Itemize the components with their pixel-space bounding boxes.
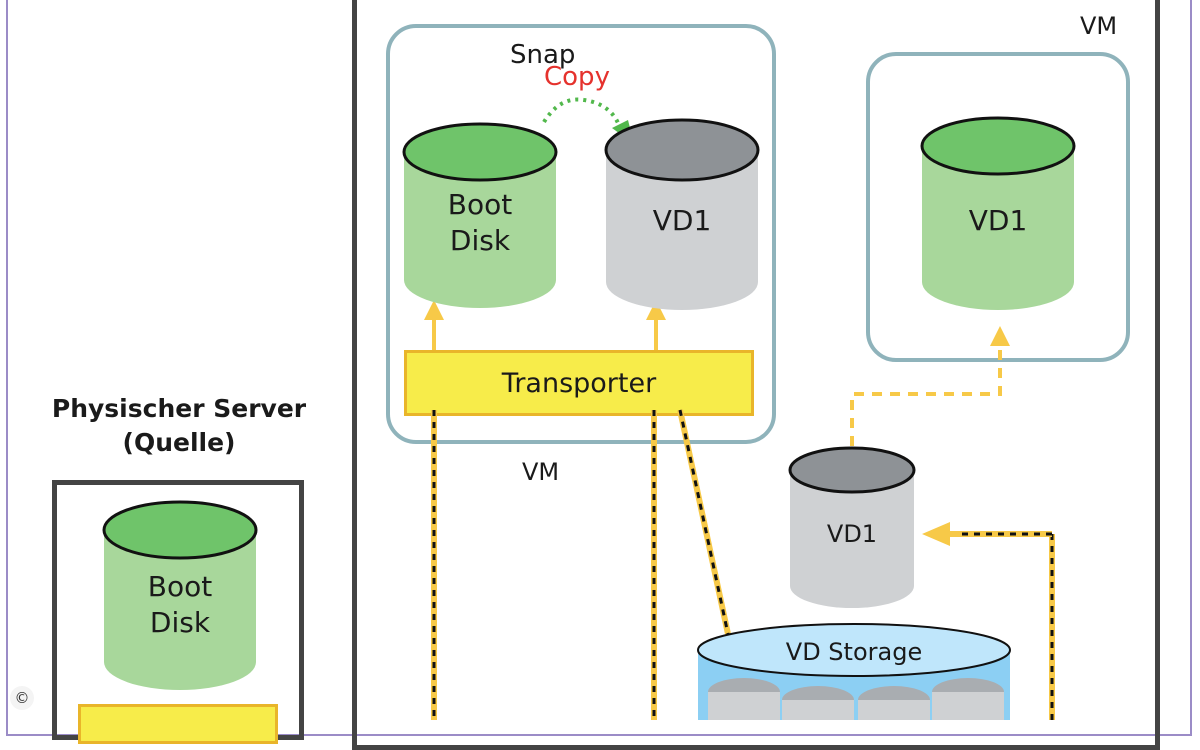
upward-arrows bbox=[424, 300, 666, 350]
boot-disk-server-line1: Boot bbox=[148, 570, 212, 603]
vd1-to-vm-link bbox=[850, 326, 1010, 500]
copyright-icon: © bbox=[10, 686, 34, 710]
diagram-graphics: Boot Disk VD1 VD1 VD1 Boot Disk VD Stora… bbox=[102, 97, 1076, 720]
vd1-middle-cylinder: VD1 bbox=[788, 446, 916, 608]
boot-disk-vm-cylinder: Boot Disk bbox=[402, 122, 558, 308]
transporter-label: Transporter bbox=[501, 367, 657, 399]
boot-disk-server-cylinder: Boot Disk bbox=[102, 500, 258, 690]
snap-label: Snap bbox=[510, 40, 576, 70]
physical-server-subtitle: (Quelle) bbox=[122, 428, 236, 457]
vd1-snap-cylinder: VD1 bbox=[604, 118, 760, 310]
vd1-right-vm-label: VD1 bbox=[969, 204, 1028, 237]
copy-label: Copy bbox=[544, 62, 610, 92]
data-flow-lines bbox=[431, 409, 1055, 720]
vd-storage-label: VD Storage bbox=[786, 638, 922, 666]
vd1-right-vm-cylinder: VD1 bbox=[920, 116, 1076, 310]
vm-label-top-right: VM bbox=[1080, 12, 1118, 40]
vd1-snap-label: VD1 bbox=[653, 204, 712, 237]
vm-box-snap bbox=[386, 24, 776, 444]
boot-disk-vm-line2: Disk bbox=[450, 224, 511, 257]
vd-storage-disks bbox=[708, 678, 1004, 720]
vd-storage-cylinder: VD Storage bbox=[697, 623, 1011, 720]
vd1-middle-label: VD1 bbox=[827, 520, 877, 548]
boot-disk-vm-line1: Boot bbox=[448, 188, 512, 221]
vm-label-center: VM bbox=[522, 458, 560, 486]
physical-server-title: Physischer Server bbox=[51, 394, 307, 423]
transporter-box: Transporter bbox=[404, 350, 754, 416]
boot-disk-server-line2: Disk bbox=[150, 606, 211, 639]
